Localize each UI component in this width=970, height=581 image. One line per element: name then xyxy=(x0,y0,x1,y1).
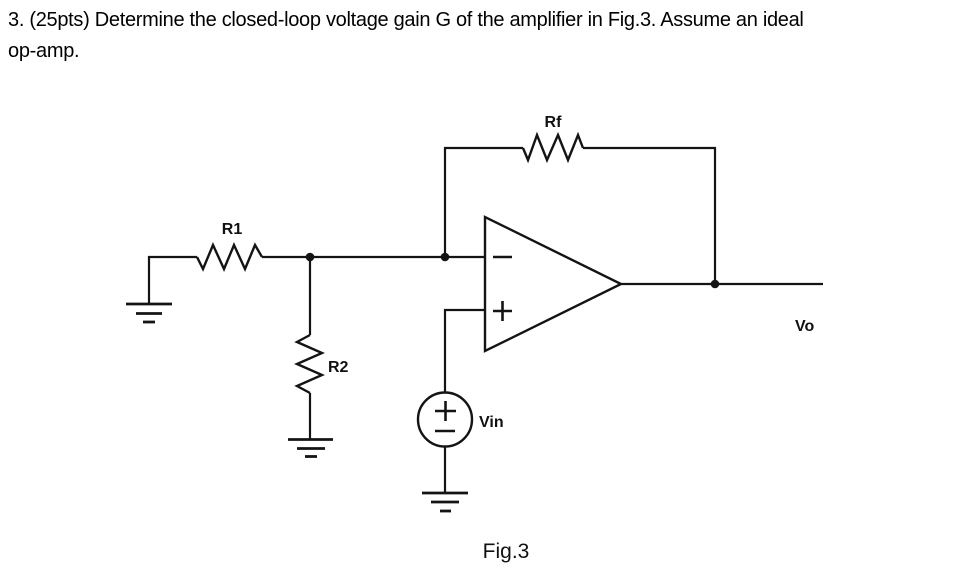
resistor-r2-branch: R2 xyxy=(288,257,349,458)
resistor-r2-label: R2 xyxy=(328,359,349,376)
resistor-r1: R1 xyxy=(195,221,264,272)
left-ground-branch xyxy=(126,255,197,324)
resistor-rf-zigzag xyxy=(521,131,585,164)
resistor-r1-label: R1 xyxy=(222,221,243,238)
wire-noninverting-input xyxy=(443,308,485,392)
opamp xyxy=(483,215,624,353)
resistor-rf-label: Rf xyxy=(545,114,563,131)
wire-feedback-left xyxy=(443,146,523,257)
output-branch: Vo xyxy=(621,279,823,335)
resistor-r1-zigzag xyxy=(195,242,264,272)
wire-feedback-right xyxy=(583,146,717,284)
problem-statement-line2: op-amp. xyxy=(8,40,80,62)
output-label: Vo xyxy=(795,318,814,335)
feedback-branch: Rf xyxy=(443,114,717,284)
figure-caption: Fig.3 xyxy=(483,540,530,563)
source-branch: Vin xyxy=(416,308,504,513)
problem-statement-line1: 3. (25pts) Determine the closed-loop vol… xyxy=(8,9,804,31)
plus-icon xyxy=(493,301,512,321)
ground-icon xyxy=(126,302,172,324)
opamp-triangle xyxy=(483,215,624,353)
junction-dot xyxy=(710,279,720,289)
wire-ground-to-r1 xyxy=(147,255,197,303)
ground-icon xyxy=(288,438,333,458)
resistor-r2-zigzag xyxy=(294,333,325,395)
plus-icon xyxy=(435,401,456,421)
problem-statement: 3. (25pts) Determine the closed-loop vol… xyxy=(8,5,804,67)
source-label: Vin xyxy=(479,414,504,431)
ground-icon xyxy=(422,491,468,513)
voltage-source-circle xyxy=(416,391,474,448)
